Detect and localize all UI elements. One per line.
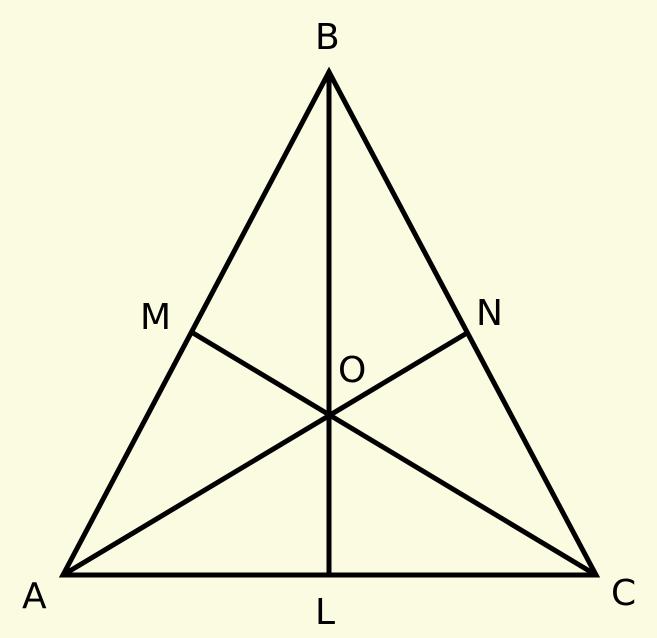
label-n: N [476, 293, 503, 334]
label-b: B [315, 17, 340, 58]
segment-an [60, 330, 470, 578]
label-l: L [315, 592, 335, 633]
label-c: C [611, 573, 636, 614]
segment-cm [190, 330, 599, 578]
label-a: A [22, 576, 47, 617]
label-o: O [338, 350, 366, 391]
label-m: M [140, 297, 171, 338]
